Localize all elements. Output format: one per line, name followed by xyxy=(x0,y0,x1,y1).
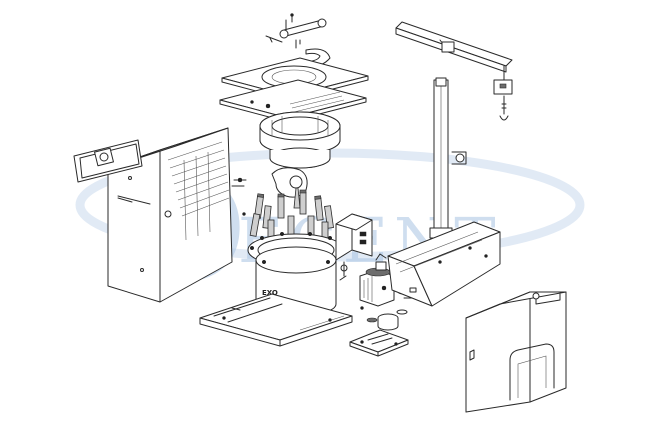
access-cover-panel xyxy=(73,139,143,183)
motor-mount-plate xyxy=(349,329,409,357)
control-box xyxy=(335,213,373,277)
loose-small-parts xyxy=(242,212,417,299)
base-plate xyxy=(199,293,353,347)
front-enclosure-panel xyxy=(465,291,567,413)
support-column xyxy=(429,77,467,239)
sample-tube-set xyxy=(249,189,334,243)
ring-housing xyxy=(259,111,341,169)
horizontal-beam xyxy=(395,21,513,81)
right-base-cover xyxy=(387,221,501,307)
hanging-sensor-box xyxy=(493,79,513,121)
drive-motor xyxy=(359,253,395,307)
cylinder-mark-label: EXO xyxy=(262,289,278,297)
top-clamp-bar xyxy=(265,13,327,49)
rotary-cam-arm xyxy=(271,167,308,209)
cabinet-fasteners xyxy=(231,177,247,187)
